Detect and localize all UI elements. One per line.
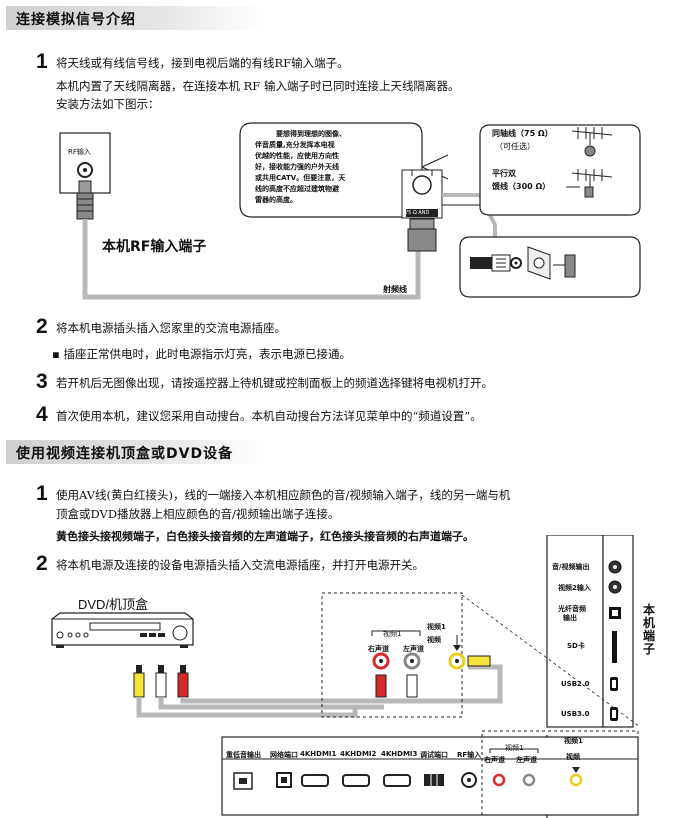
bullet-text: ▪ 插座正常供电时，此时电源指示灯亮，表示电源已接通。 (52, 347, 351, 361)
sd-slot-icon (612, 631, 617, 663)
yagi-antenna-icon (571, 127, 613, 157)
step-number: 4 (36, 403, 48, 426)
rf-input-label: RF输入 (68, 148, 91, 156)
bottom-left-channel-jack-icon (522, 773, 536, 787)
side-port-label: 音/视频输出 (552, 563, 590, 571)
bottom-port-label: 4KHDMI3 (381, 750, 418, 758)
bottom-right-channel-label: 右声道 (484, 756, 505, 764)
step-number: 1 (36, 50, 48, 73)
left-channel-label: 左声道 (403, 645, 424, 653)
bottom-video-jack-icon (569, 773, 583, 787)
rf-cable (82, 219, 421, 300)
debug-port-icon (424, 774, 444, 786)
red-rca-plug-icon (177, 665, 189, 698)
bottom-port-label: 网络端口 (270, 751, 298, 759)
step-text: 将本机电源插头插入您家里的交流电源插座。 (56, 321, 286, 335)
rf-plug-icon (76, 192, 94, 220)
yellow-rca-plug-icon (133, 665, 145, 698)
dvd-label: DVD/机顶盒 (78, 597, 149, 612)
video-label: 视频 (427, 636, 441, 644)
video1-label-right: 视频1 (427, 623, 446, 631)
step-text: 将天线或有线信号线，接到电视后端的有线RF输入端子。 (56, 56, 349, 70)
step-text: 使用AV线(黄白红接头)，线的一端接入本机相应颜色的音/视频输入端子，线的另一端… (56, 488, 511, 502)
step-text: 安装方法如下图示： (56, 97, 160, 111)
step-text: 若开机后无图像出现，请按遥控器上待机键或控制面板上的频道选择键将电视机打开。 (56, 376, 493, 390)
step-number: 3 (36, 370, 48, 393)
bottom-video-label: 视频 (566, 753, 580, 761)
section-header-analog: 连接模拟信号介绍 (6, 6, 264, 30)
yagi-antenna-icon-2 (571, 169, 613, 198)
coax-label: 同轴线（75 Ω） (492, 129, 553, 138)
section-header-video: 使用视频连接机顶盒或DVD设备 (6, 440, 264, 464)
antenna-types-box (479, 124, 641, 216)
note-line: 或共用CATV。但要注意，天 (255, 174, 346, 182)
note-line: 好，接收能力强的户外天线 (255, 163, 339, 171)
optional-label: （可任选） (495, 142, 535, 151)
step-number: 2 (36, 315, 48, 338)
bottom-right-channel-jack-icon (492, 773, 506, 787)
note-line: 雷器的高度。 (255, 196, 297, 204)
right-channel-label: 右声道 (368, 645, 389, 653)
bottom-left-channel-label: 左声道 (516, 756, 537, 764)
rf-terminal-label: 本机RF输入端子 (102, 239, 207, 255)
bottom-port-label: 重低音输出 (226, 751, 261, 759)
note-line: 优越的性能，应使用方向性 (255, 152, 339, 160)
side-port-label: 视频2输入 (558, 584, 591, 592)
side-port-label: 光纤音频 (558, 605, 586, 613)
bottom-port-label: 调试端口 (420, 751, 448, 759)
bottom-video1-label: 视频1 (564, 737, 583, 745)
side-port-label: SD卡 (567, 642, 585, 650)
step-number: 1 (36, 482, 48, 505)
hdmi1-port-icon (301, 774, 329, 787)
bottom-port-label: RF输入 (457, 751, 482, 759)
plug-adapter-icon (470, 254, 522, 272)
unit-terminal-label: 本 机 端 子 (642, 603, 655, 656)
color-rule-text: 黄色接头接视频端子，白色接头接音频的左声道端子，红色接头接音频的右声道端子。 (56, 530, 474, 543)
wall-socket-icon (527, 246, 576, 280)
side-panel (546, 535, 604, 728)
step-number: 2 (36, 552, 48, 575)
step-text: 本机内置了天线隔离器，在连接本机 RF 输入端子时已同时连接上天线隔离器。 (56, 79, 460, 93)
note-line: 要想得到理想的图像、 (276, 130, 346, 138)
step-text: 将本机电源及连接的设备电源插头插入交流电源插座，并打开电源开关。 (56, 558, 424, 572)
step-text: 首次使用本机，建议您采用自动搜台。本机自动搜台方法详见菜单中的“频道设置”。 (56, 409, 482, 423)
bottom-port-label: 4KHDMI2 (340, 750, 377, 758)
note-line: 伴音质量,充分发挥本电视 (255, 141, 335, 149)
flat-feed-label-2: 馈线（300 Ω） (492, 182, 551, 191)
isolator-label: 75 Ω AND (405, 210, 430, 216)
antenna-diagram (59, 122, 641, 300)
step-text: 顶盒或DVD播放器上相应颜色的音/视频输出端子连接。 (56, 507, 340, 521)
bottom-port-label: 4KHDMI1 (300, 750, 337, 758)
side-port-label: USB3.0 (561, 710, 590, 718)
section-title: 使用视频连接机顶盒或DVD设备 (16, 446, 234, 462)
note-line: 线的高度不应超过建筑物避 (255, 185, 339, 193)
cable-label: 射频线 (383, 285, 407, 294)
white-rca-plug-icon (155, 665, 167, 698)
side-port-label: 输出 (563, 614, 577, 622)
av-diagram (51, 535, 641, 818)
dvd-player-icon (51, 612, 194, 648)
flat-feed-label: 平行双 (492, 169, 516, 178)
side-port-label: USB2.0 (561, 680, 590, 688)
video1-label: 视频1 (383, 630, 402, 638)
hdmi2-port-icon (342, 774, 370, 787)
bottom-video1-bracket-label: 视频1 (505, 744, 524, 752)
hdmi3-port-icon (383, 774, 411, 787)
section-title: 连接模拟信号介绍 (16, 12, 136, 28)
